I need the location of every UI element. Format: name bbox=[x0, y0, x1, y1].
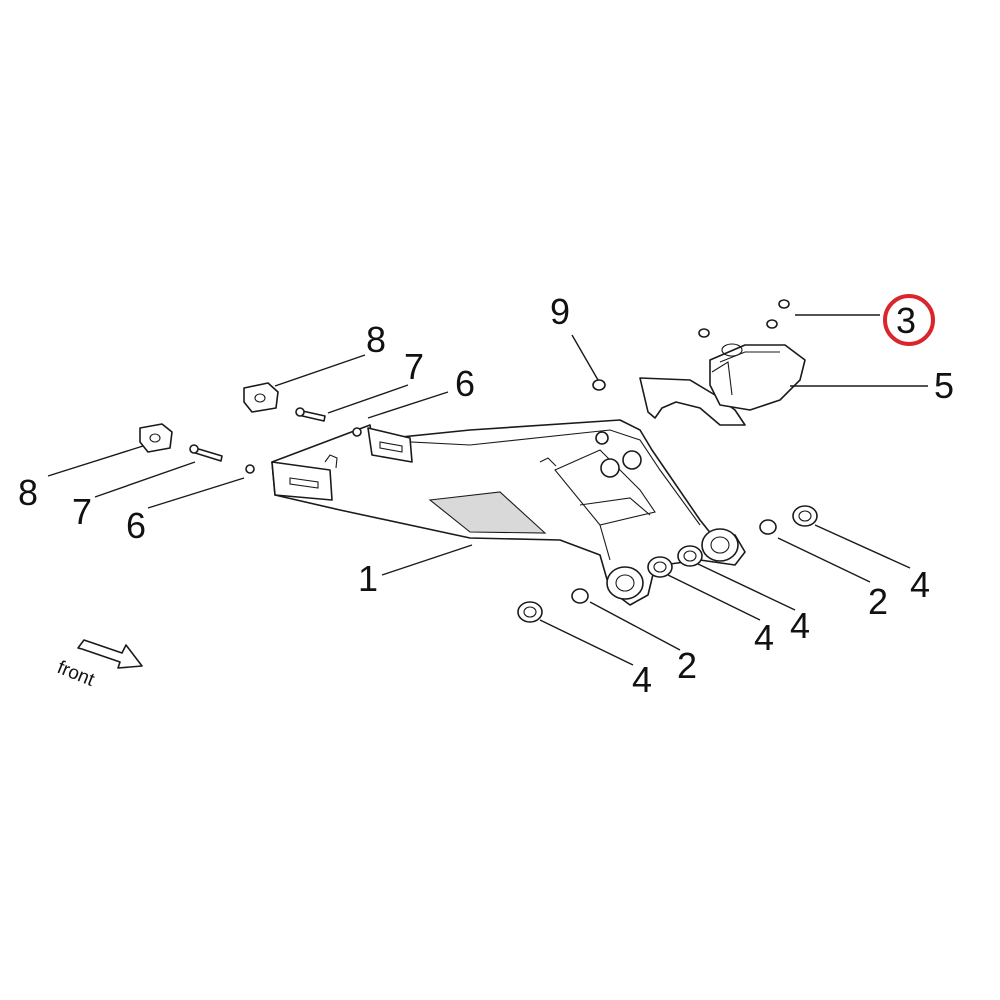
spacer-left bbox=[571, 588, 589, 604]
leader-lines bbox=[47, 314, 928, 666]
callout-4-left-outer[interactable]: 4 bbox=[632, 659, 652, 700]
callout-5[interactable]: 5 bbox=[934, 365, 954, 406]
nut-lower bbox=[245, 464, 255, 474]
callout-9[interactable]: 9 bbox=[550, 291, 570, 332]
bolt-upper bbox=[295, 407, 326, 422]
chain-guard bbox=[639, 343, 806, 426]
screw-9 bbox=[592, 379, 606, 391]
callout-2-left[interactable]: 2 bbox=[677, 645, 697, 686]
callout-8-upper[interactable]: 8 bbox=[366, 319, 386, 360]
callout-3[interactable]: 3 bbox=[896, 300, 916, 341]
bolt-lower bbox=[189, 444, 223, 462]
callout-4-right-outer[interactable]: 4 bbox=[910, 564, 930, 605]
bearing-right-outer bbox=[792, 505, 818, 527]
callout-8-lower[interactable]: 8 bbox=[18, 472, 38, 513]
callout-7-upper[interactable]: 7 bbox=[404, 346, 424, 387]
front-label: front bbox=[54, 657, 98, 691]
callout-1[interactable]: 1 bbox=[358, 558, 378, 599]
swingarm bbox=[271, 419, 746, 606]
callout-4-left-inner[interactable]: 4 bbox=[754, 617, 774, 658]
front-arrow-icon bbox=[77, 639, 143, 669]
bearing-left-inner bbox=[647, 556, 673, 578]
callout-labels: 3 5 9 8 7 6 8 7 6 1 2 4 4 4 2 4 bbox=[18, 291, 954, 700]
callout-4-right-inner[interactable]: 4 bbox=[790, 605, 810, 646]
callout-6-lower[interactable]: 6 bbox=[126, 505, 146, 546]
bearing-left-outer bbox=[517, 601, 543, 623]
cover-screws bbox=[698, 299, 790, 338]
highlight-ring bbox=[883, 294, 935, 346]
bearing-right-inner bbox=[677, 545, 703, 567]
callout-2-right[interactable]: 2 bbox=[868, 581, 888, 622]
adjuster-block-lower bbox=[139, 423, 173, 453]
callout-7-lower[interactable]: 7 bbox=[72, 491, 92, 532]
adjuster-block-upper bbox=[243, 382, 279, 413]
spacer-right bbox=[759, 519, 777, 535]
callout-6-upper[interactable]: 6 bbox=[455, 363, 475, 404]
nut-upper bbox=[352, 427, 362, 437]
